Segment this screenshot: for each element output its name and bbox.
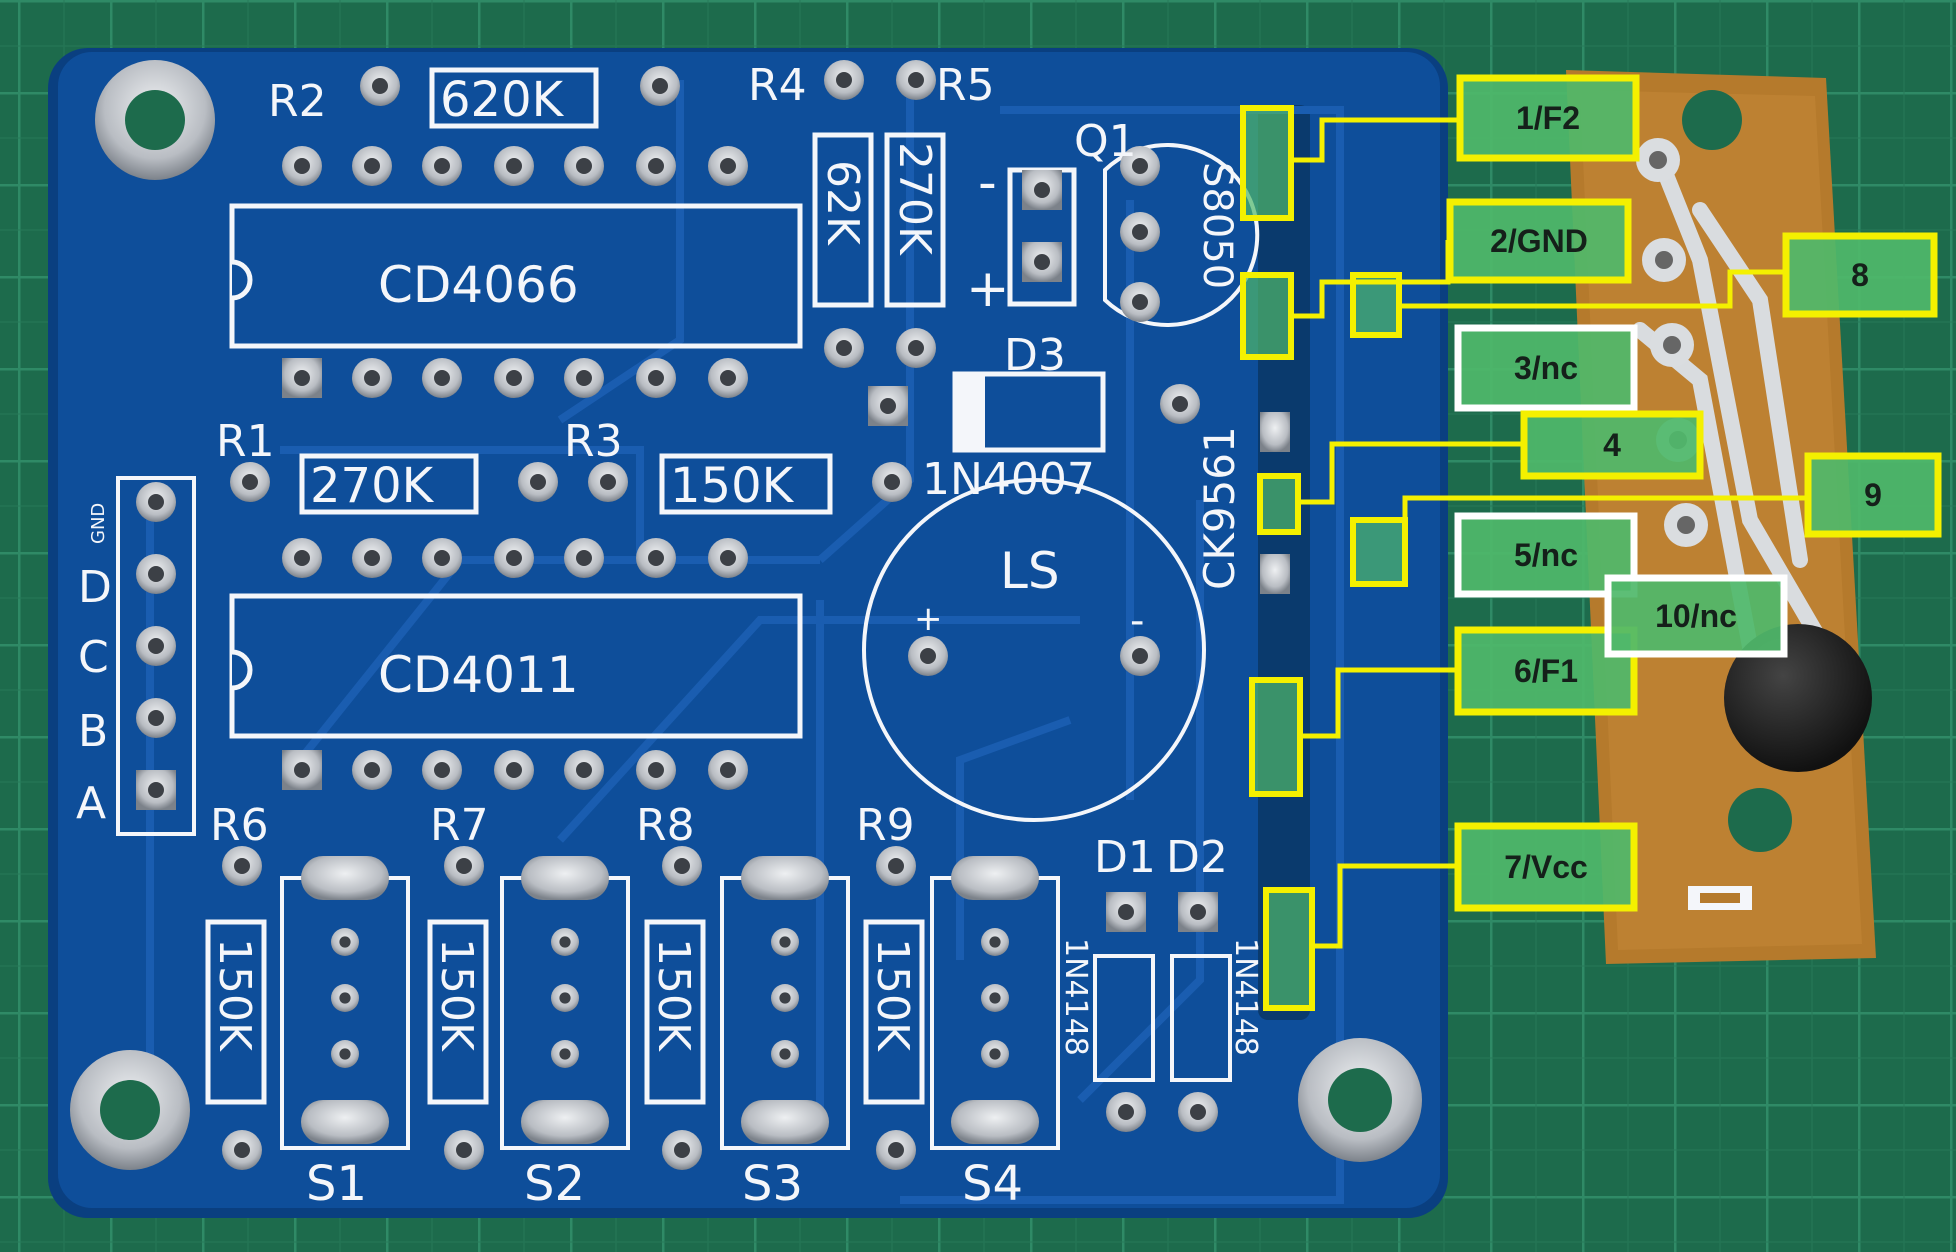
r8-label: R8 [636, 800, 695, 851]
pin-highlights [1240, 105, 1408, 1011]
callout-text: 7/Vcc [1504, 849, 1588, 885]
callout-box [1454, 822, 1638, 912]
header-label-a: A [76, 778, 106, 829]
callout-box [1454, 324, 1638, 412]
callout-text: 1/F2 [1516, 100, 1580, 136]
d3-part: 1N4007 [922, 454, 1095, 505]
callout-1: 2/GND [1446, 198, 1632, 284]
d3-label: D3 [1004, 330, 1066, 381]
r1-value: 270K [310, 458, 435, 514]
r4-label: R4 [748, 60, 807, 111]
callout-box [1520, 410, 1704, 480]
header-outline [116, 476, 196, 836]
r5-body [884, 132, 946, 308]
r3-body [659, 453, 833, 515]
d2-label: D2 [1166, 832, 1228, 883]
r2-body [429, 67, 599, 129]
callout-text: 8 [1851, 257, 1869, 293]
callout-labels: 1/F2 2/GND 3/nc 4 5/nc 6/F1 7/Vcc 8 9 10/nc [1446, 74, 1942, 912]
d1-part: 1N4148 [1058, 938, 1093, 1056]
r8-body [644, 919, 706, 1105]
callout-6: 7/Vcc [1454, 822, 1638, 912]
q1-outline [1103, 143, 1260, 327]
callout-box [1446, 198, 1632, 284]
silkscreen: CD4066 CD4011 R2 620K R4 R5 62K 270K R1 … [76, 60, 1263, 1212]
d1-outline [1093, 954, 1155, 1082]
callout-box [1456, 74, 1640, 162]
callout-7: 8 [1782, 232, 1938, 318]
ck-label: CK9561 [1195, 426, 1244, 590]
callout-text: 9 [1864, 477, 1882, 513]
callout-box [1804, 452, 1942, 538]
callout-0: 1/F2 [1456, 74, 1640, 162]
callout-text: 6/F1 [1514, 653, 1578, 689]
callout-leaders [1291, 117, 1808, 949]
speaker-minus: - [1130, 598, 1144, 644]
mount-holes [70, 60, 1422, 1170]
header-label-gnd: GND [88, 503, 109, 544]
header-label-b: B [78, 706, 108, 757]
callout-2: 3/nc [1454, 324, 1638, 412]
r9-value: 150K [867, 938, 918, 1052]
r2-label: R2 [268, 76, 327, 127]
r4-value: 62K [817, 160, 868, 246]
d2-outline [1170, 954, 1232, 1082]
callout-3: 4 [1520, 410, 1704, 480]
speaker-label: LS [1000, 542, 1060, 600]
callout-text: 5/nc [1514, 537, 1578, 573]
callout-box [1782, 232, 1938, 318]
jumper-minus: - [978, 153, 997, 213]
r5-label: R5 [936, 60, 995, 111]
q1-part: S8050 [1194, 162, 1240, 289]
r6-value: 150K [209, 938, 260, 1052]
callout-text: 2/GND [1490, 223, 1588, 259]
callout-text: 10/nc [1655, 598, 1737, 634]
speaker-plus: + [914, 599, 943, 639]
callout-box [1604, 574, 1788, 658]
r3-value: 150K [670, 458, 795, 514]
header-label-d: D [78, 562, 112, 613]
header-label-c: C [78, 632, 109, 683]
jumper-plus: + [966, 259, 1010, 319]
speaker-outline [862, 478, 1206, 822]
switch-label-s2: S2 [524, 1156, 585, 1212]
r7-label: R7 [430, 800, 489, 851]
main-pcb: CD4066 CD4011 R2 620K R4 R5 62K 270K R1 … [48, 48, 1448, 1218]
ic2-label: CD4011 [378, 646, 579, 704]
pcb-pads [136, 60, 1218, 1170]
r4-body [812, 132, 874, 308]
r1-label: R1 [216, 416, 275, 467]
callout-9: 10/nc [1604, 574, 1788, 658]
r7-value: 150K [431, 938, 482, 1052]
switch-label-s3: S3 [742, 1156, 803, 1212]
r5-value: 270K [889, 142, 940, 256]
q1-label: Q1 [1074, 116, 1137, 167]
r1-body [299, 453, 479, 515]
r8-value: 150K [648, 938, 699, 1052]
r9-label: R9 [856, 800, 915, 851]
d1-label: D1 [1094, 832, 1156, 883]
callout-text: 3/nc [1514, 350, 1578, 386]
callout-text: 4 [1603, 427, 1621, 463]
r6-label: R6 [210, 800, 269, 851]
r2-value: 620K [440, 72, 565, 128]
r3-label: R3 [564, 416, 623, 467]
d2-part: 1N4148 [1228, 938, 1263, 1056]
r9-body [863, 919, 925, 1105]
ic1-label: CD4066 [378, 256, 579, 314]
r7-body [427, 919, 489, 1105]
callout-8: 9 [1804, 452, 1942, 538]
r6-body [205, 919, 267, 1105]
switch-label-s4: S4 [962, 1156, 1023, 1212]
switch-label-s1: S1 [306, 1156, 367, 1212]
